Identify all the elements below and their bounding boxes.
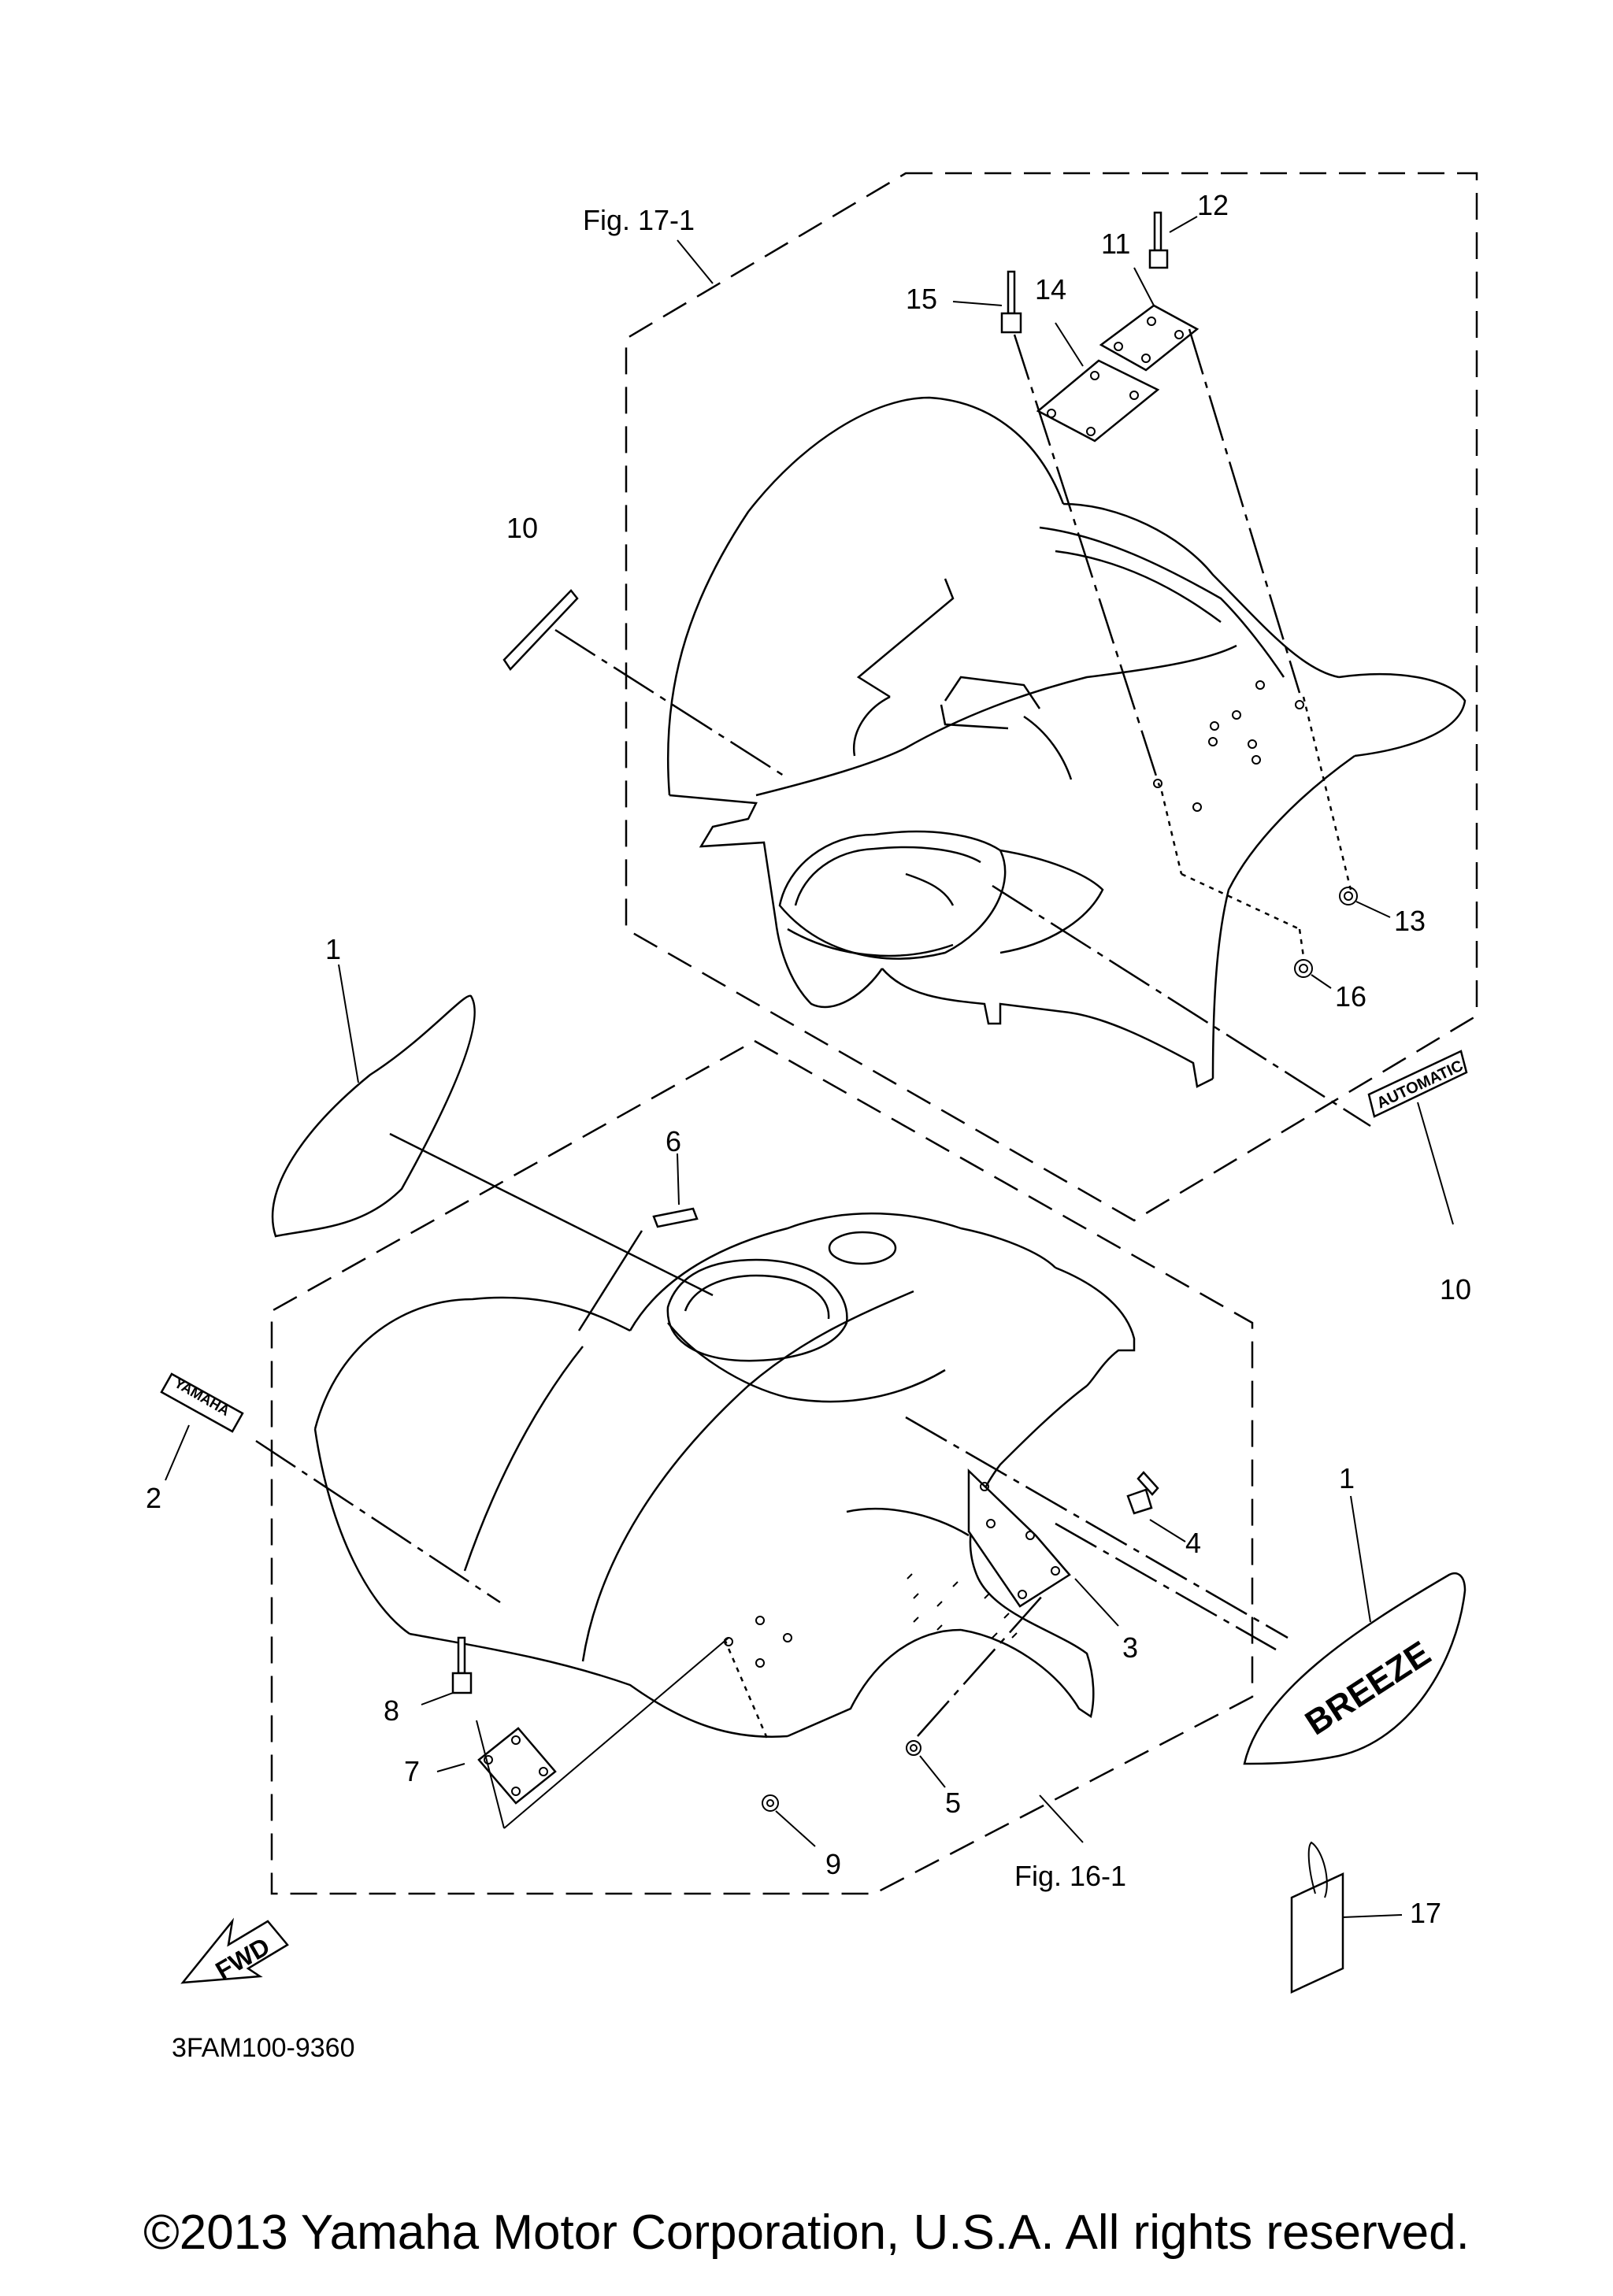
decal-10-upper: 10 xyxy=(502,512,784,777)
lower-assembly-boundary xyxy=(270,1039,1254,1895)
plates-7-8-9: 7 8 9 xyxy=(384,1636,841,1880)
callout-10-lower: 10 xyxy=(1440,1273,1471,1305)
callout-4: 4 xyxy=(1185,1527,1201,1559)
rear-fender xyxy=(666,396,1467,1088)
fwd-arrow-icon: FWD xyxy=(180,1917,289,1985)
callout-2: 2 xyxy=(146,1482,161,1514)
callout-17: 17 xyxy=(1410,1897,1441,1929)
upper-assembly-boundary xyxy=(625,172,1478,1222)
plates-3-4-5: 3 4 5 xyxy=(905,1416,1289,1819)
callout-9: 9 xyxy=(825,1848,841,1880)
callout-6: 6 xyxy=(666,1125,681,1157)
callout-13: 13 xyxy=(1394,905,1426,937)
nuts-13-16: 13 16 xyxy=(1160,696,1426,1013)
diagram-code: 3FAM100-9360 xyxy=(172,2033,355,2063)
decal-6: 6 xyxy=(577,1125,699,1331)
fig-ref-lower: Fig. 16-1 xyxy=(1014,1860,1126,1892)
callout-12: 12 xyxy=(1197,189,1229,221)
decal-yamaha: YAMAHA 2 xyxy=(146,1372,501,1604)
callout-14: 14 xyxy=(1035,273,1066,306)
side-decal-right: BREEZE 1 xyxy=(1055,1462,1467,1765)
callout-11: 11 xyxy=(1101,228,1130,260)
fig-ref-upper: Fig. 17-1 xyxy=(583,204,695,236)
front-fender xyxy=(313,1212,1136,1738)
callout-8: 8 xyxy=(384,1694,399,1727)
upper-plates: 15 12 11 14 xyxy=(906,189,1301,787)
copyright-notice: ©2013 Yamaha Motor Corporation, U.S.A. A… xyxy=(143,2205,1470,2260)
callout-3: 3 xyxy=(1122,1631,1138,1664)
callout-1-left: 1 xyxy=(325,933,341,965)
callout-1-right: 1 xyxy=(1339,1462,1355,1494)
callout-5: 5 xyxy=(945,1787,961,1819)
callout-7: 7 xyxy=(404,1755,420,1787)
callout-16: 16 xyxy=(1335,980,1366,1013)
callout-10-upper: 10 xyxy=(506,512,538,544)
callout-15: 15 xyxy=(906,283,937,315)
tag-17: 17 xyxy=(1290,1841,1441,1994)
side-decal-left: 1 xyxy=(271,933,714,1297)
decal-10-automatic: AUTOMATIC 10 xyxy=(992,884,1471,1305)
